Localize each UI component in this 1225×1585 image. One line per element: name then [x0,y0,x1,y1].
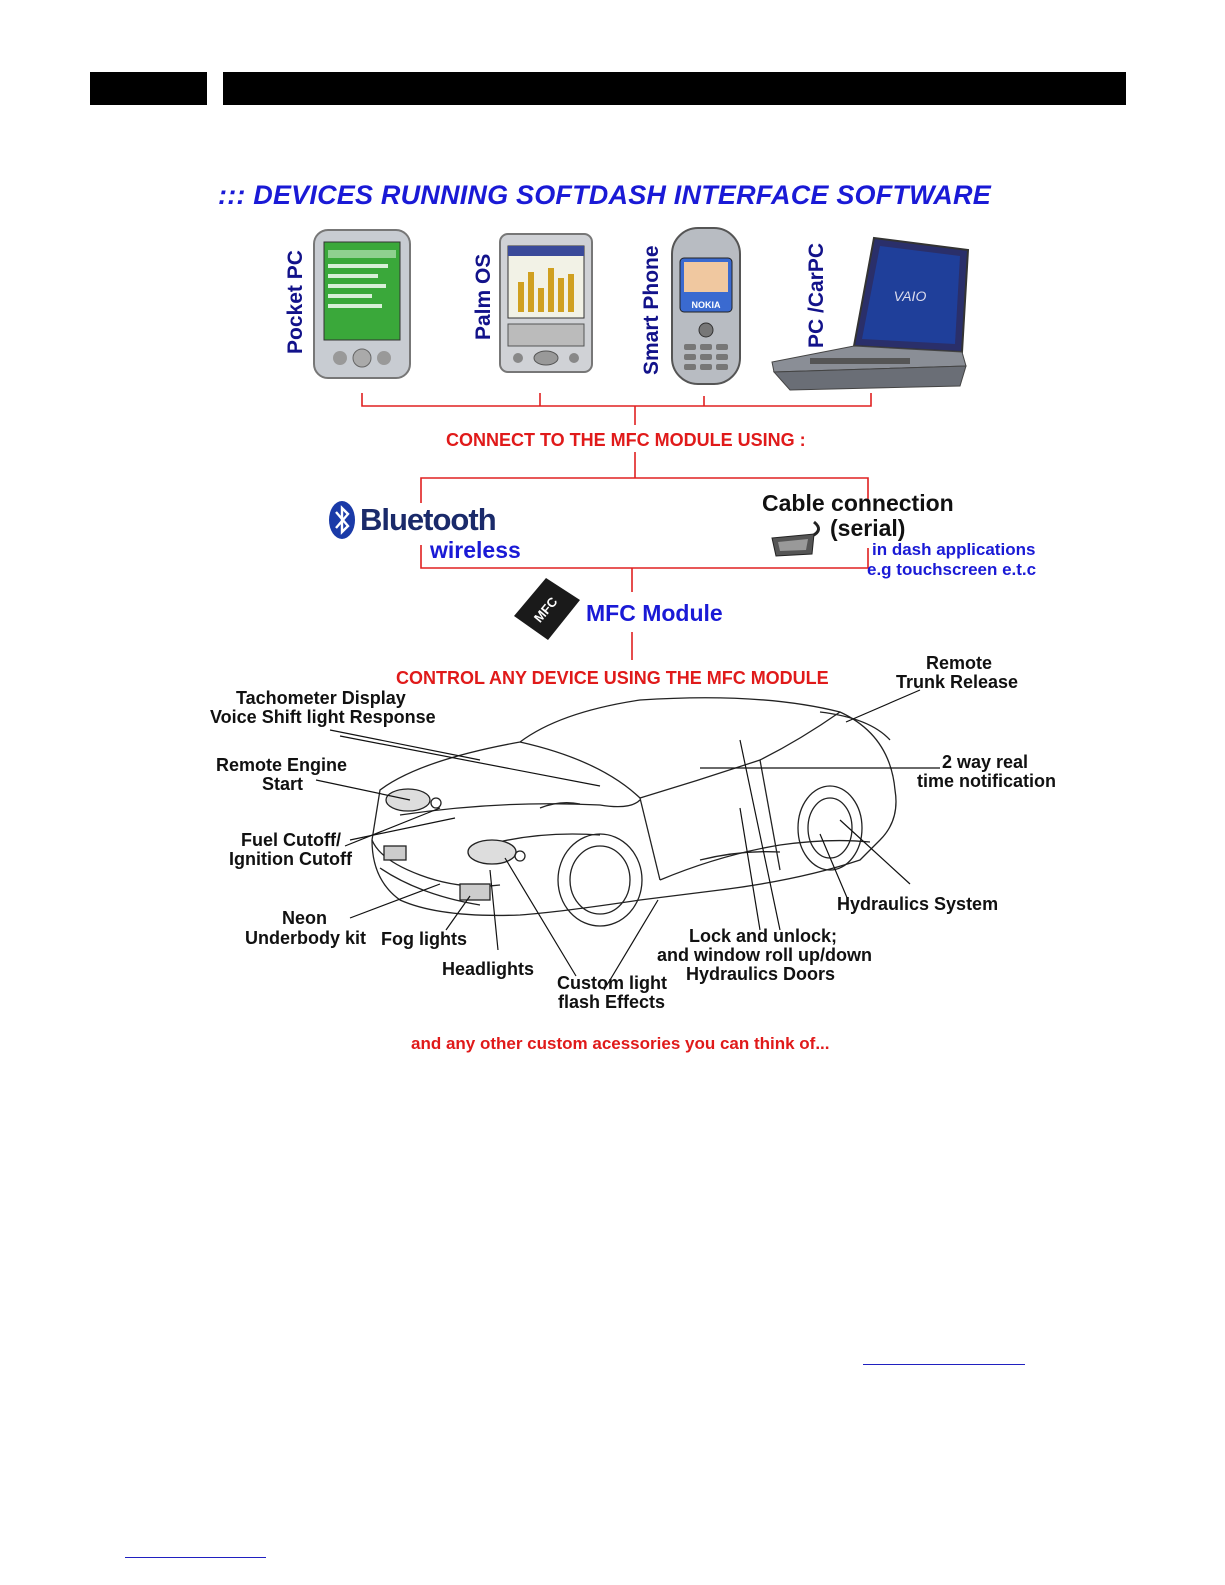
link-underline-right[interactable] [863,1364,1025,1365]
link-underline-bottom[interactable] [125,1557,266,1558]
label-engine-1: Remote Engine [216,755,347,775]
label-engine-2: Start [262,774,303,794]
label-lock-2: and window roll up/down [657,945,872,965]
label-remote-trunk-2: Trunk Release [896,672,1018,692]
label-custom-2: flash Effects [558,992,665,1012]
footer-note: and any other custom acessories you can … [411,1034,830,1054]
label-fuel-1: Fuel Cutoff/ [241,830,341,850]
label-notify-1: 2 way real [942,752,1028,772]
label-custom-1: Custom light [557,973,667,993]
label-lock-1: Lock and unlock; [689,926,837,946]
label-neon-2: Underbody kit [245,928,366,948]
label-headlights: Headlights [442,959,534,979]
label-lock-3: Hydraulics Doors [686,964,835,984]
label-tacho-1: Tachometer Display [236,688,406,708]
label-fuel-2: Ignition Cutoff [229,849,352,869]
label-remote-trunk-1: Remote [926,653,992,673]
label-notify-2: time notification [917,771,1056,791]
label-neon-1: Neon [282,908,327,928]
label-fog-lights: Fog lights [381,929,467,949]
label-tacho-2: Voice Shift light Response [210,707,436,727]
label-hydraulics: Hydraulics System [837,894,998,914]
